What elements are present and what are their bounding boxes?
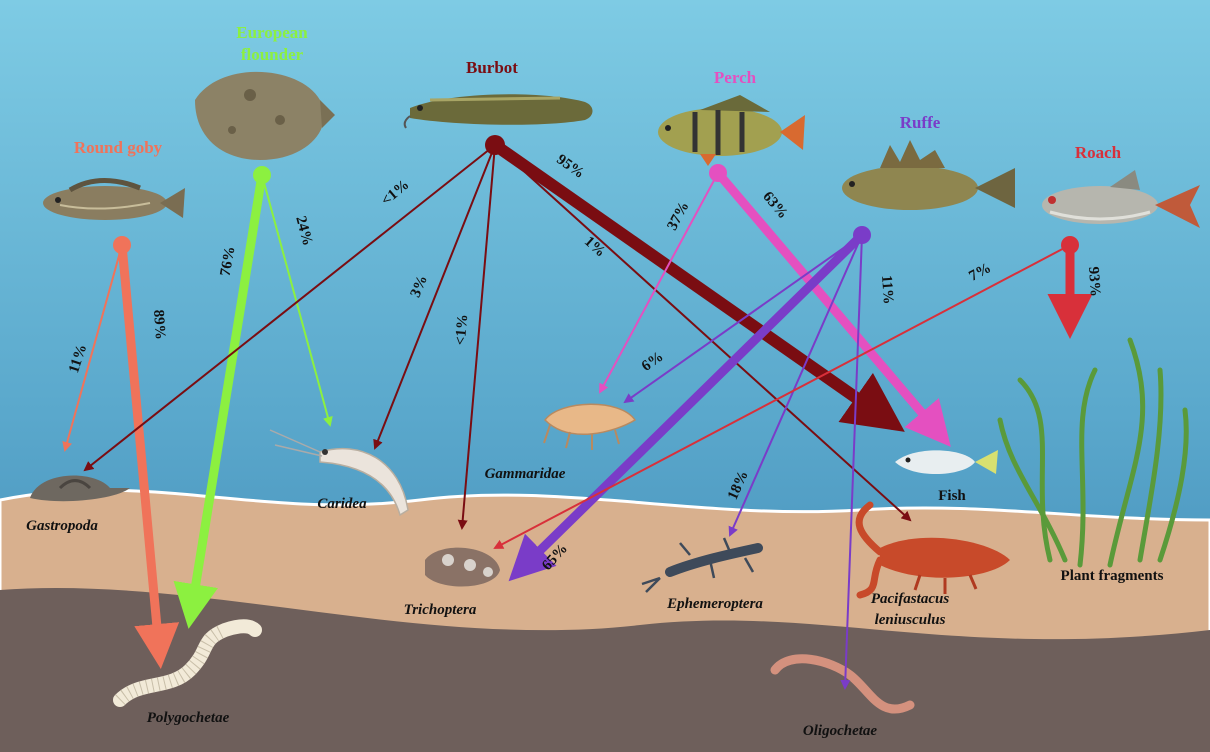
european-flounder-label-line2: flounder bbox=[241, 45, 304, 64]
caridea-label: Caridea bbox=[317, 496, 367, 512]
pct-roach-plant: 93% bbox=[1085, 266, 1103, 297]
fish-label: Fish bbox=[938, 488, 966, 504]
pct-goby-polygochetae: 89% bbox=[150, 309, 168, 340]
pct-burbot-trichoptera: <1% bbox=[453, 313, 472, 345]
european-flounder-node bbox=[253, 166, 271, 184]
ruffe-label: Ruffe bbox=[900, 113, 941, 132]
ruffe-node bbox=[853, 226, 871, 244]
round-goby-node bbox=[113, 236, 131, 254]
perch-node bbox=[709, 164, 727, 182]
polygochetae-label: Polygochetae bbox=[147, 710, 230, 726]
gastropoda-label: Gastropoda bbox=[26, 518, 98, 534]
ephemeroptera-label: Ephemeroptera bbox=[666, 596, 763, 612]
perch-label: Perch bbox=[714, 68, 757, 87]
gammaridae-label: Gammaridae bbox=[485, 466, 566, 482]
round-goby-label: Round goby bbox=[74, 138, 163, 157]
pacifastacus-label-line2: leniusculus bbox=[875, 612, 946, 628]
plant-fragments-label: Plant fragments bbox=[1061, 568, 1164, 584]
oligochetae-label: Oligochetae bbox=[803, 723, 877, 739]
pacifastacus-label-line1: Pacifastacus bbox=[871, 591, 949, 607]
european-flounder-label-line1: European bbox=[236, 23, 308, 42]
roach-label: Roach bbox=[1075, 143, 1122, 162]
pct-ruffe-oligochetae: 11% bbox=[878, 275, 896, 305]
burbot-label: Burbot bbox=[466, 58, 518, 77]
trichoptera-label: Trichoptera bbox=[404, 602, 477, 618]
burbot-node bbox=[485, 135, 505, 155]
roach-node bbox=[1061, 236, 1079, 254]
